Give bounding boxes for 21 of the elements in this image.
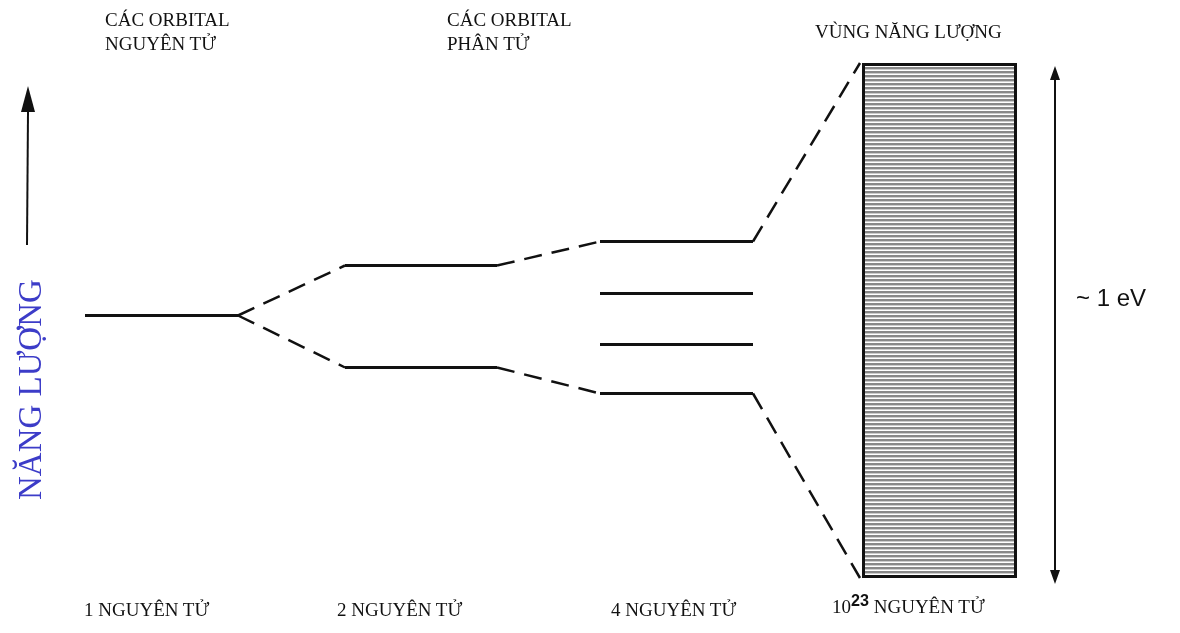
energy-level-line [345,366,497,369]
energy-level-line [600,392,753,395]
column-label: 4 NGUYÊN TỬ [611,598,737,622]
energy-level-line [600,240,753,243]
column-label: 1 NGUYÊN TỬ [84,598,210,622]
dimension-label: ~ 1 eV [1076,283,1147,313]
energy-band [862,63,1017,578]
energy-level-line [600,343,753,346]
energy-level-line [345,264,497,267]
dashed-connector [237,314,346,369]
dashed-connector [751,392,862,579]
column-label: 10$^{23}$ NGUYÊN TỬ [832,590,985,620]
dashed-connector [751,62,862,243]
column-heading: VÙNG NĂNG LƯỢNG [815,20,1002,44]
dashed-connector [237,264,346,317]
energy-level-line [85,314,238,317]
axis-label: NĂNG LƯỢNG [14,279,47,500]
column-heading: CÁC ORBITAL NGUYÊN TỬ [105,8,230,56]
column-heading: CÁC ORBITAL PHÂN TỬ [447,8,572,56]
energy-level-line [600,292,753,295]
column-label: 2 NGUYÊN TỬ [337,598,463,622]
